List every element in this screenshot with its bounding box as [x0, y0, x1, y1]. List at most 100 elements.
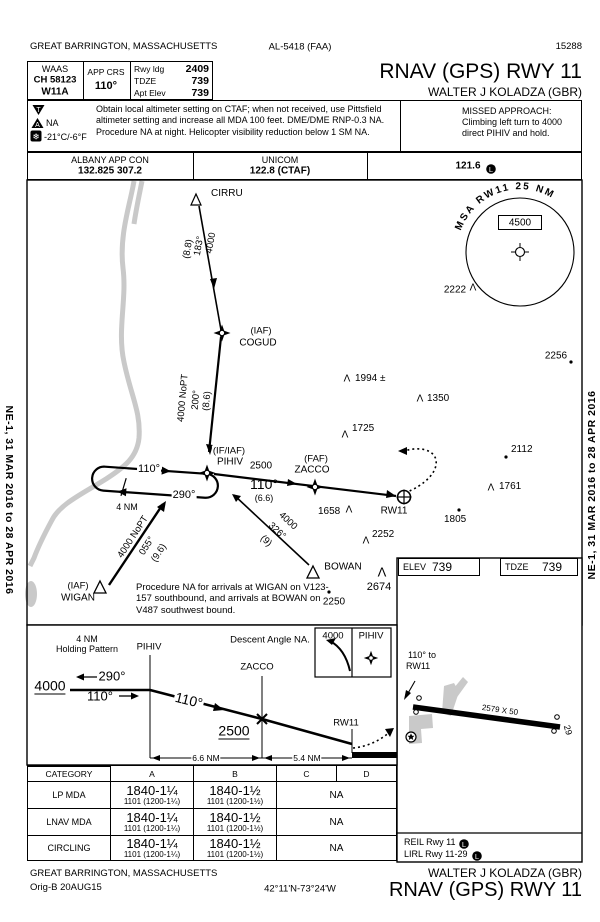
hold-outbound-label: 290° [171, 489, 197, 501]
profile-rw11-label: RW11 [333, 717, 359, 729]
elev-box [398, 558, 480, 576]
tdze-sketch-label: TDZE [505, 562, 529, 572]
footer-coordinates: 42°11'N-73°24'W [264, 883, 336, 895]
profile-ma-altitude: 4000 [322, 630, 344, 642]
header-chart-code: 15288 [555, 41, 582, 52]
obstacle-value: 1658 [318, 506, 341, 517]
course-arrow [404, 680, 416, 700]
zacco-waypoint-icon [306, 478, 324, 496]
leg-final-dist: (6.6) [254, 493, 274, 503]
briefing-box [27, 61, 213, 100]
lighting-freq-icon: L [486, 161, 496, 179]
minimums-cell: 1840-1½ 1101 (1200-1½) [193, 835, 276, 860]
obstacle-value: 1761 [499, 481, 522, 492]
unicom-freq: 122.8 (CTAF) [249, 165, 311, 177]
app-crs-label: APP CRS [87, 67, 125, 77]
msa-alt-box [498, 215, 542, 230]
obstacle-icon: Λ [362, 535, 370, 547]
lirl-note: LIRL Rwy 11-29 [404, 849, 468, 859]
cirru-arrow-icon [190, 192, 202, 206]
fix-cirru-label: CIRRU [211, 188, 243, 199]
fix-pihiv-label: PIHIV [215, 456, 245, 468]
app-crs-value: 110° [94, 80, 118, 92]
profile-distance-2: 5.4 NM [292, 753, 322, 763]
fix-wigan-type: (IAF) [67, 580, 89, 592]
mda-value: 1840-1¼ [126, 836, 178, 851]
comms-box [27, 152, 582, 180]
obstacle-value: 1725 [352, 423, 375, 434]
cold-temp-icon: ❄ [30, 129, 42, 147]
alternate-na-icon: A [31, 116, 44, 134]
cat-b-header: B [193, 766, 276, 781]
mda-value: 1840-1¼ [126, 810, 178, 825]
sketch-course-line1: 110° to [408, 650, 436, 660]
obstacle-value: 2674 [366, 581, 392, 593]
missed-approach-label: MISSED APPROACH: [462, 106, 552, 116]
mda-height: 1101 (1200-1½) [206, 824, 264, 833]
mda-value: 1840-1½ [209, 783, 261, 798]
mda-value: 1840-1¼ [126, 783, 178, 798]
apt-elev-label: Apt Elev [134, 88, 166, 98]
nonstandard-takeoff-icon: T [32, 103, 45, 121]
leg-cogud-dist: (8.6) [200, 390, 214, 412]
alternate-na-label: NA [46, 118, 59, 128]
mda-value: 1840-1½ [209, 810, 261, 825]
reil-lighting-icon: L [459, 836, 469, 854]
comms-divider-2 [367, 152, 369, 180]
obstacle-icon: Λ [341, 429, 349, 441]
bowan-fix-icon [305, 564, 321, 579]
pihiv-waypoint-icon [198, 464, 216, 482]
apt-elev-value: 739 [191, 87, 209, 99]
profile-outbound-course: 290° [98, 668, 126, 684]
footer-revision: Orig-B 20AUG15 [30, 882, 102, 893]
route-bowan [232, 494, 310, 566]
wigan-fix-icon [92, 579, 108, 594]
profile-faf-altitude: 2500 [218, 722, 250, 740]
profile-zacco-label: ZACCO [240, 661, 274, 673]
leg-final-alt: 2500 [249, 460, 273, 472]
lighting-freq: 121.6 [455, 160, 481, 172]
hold-inbound-label: 110° [137, 463, 161, 475]
fix-cogud-type: (IAF) [250, 325, 272, 337]
leg-final-crs: 110° [250, 476, 278, 492]
sketch-course-line2: RW11 [406, 661, 431, 671]
obstacle-value: 2256 [544, 350, 568, 362]
cat-d-header: D [336, 766, 396, 781]
rwy-ldg-label: Rwy ldg [134, 64, 165, 74]
minimums-cell: 1840-1¼ 1101 (1200-1¼) [110, 835, 193, 860]
app-con-name: ALBANY APP CON [71, 155, 149, 165]
minimums-na-cell: NA [276, 835, 396, 860]
holding-pattern [91, 465, 219, 499]
minimums-row-label: CIRCLING [28, 835, 110, 860]
runway-sketch [412, 695, 561, 734]
obstacle-icon: Λ [487, 482, 495, 494]
obstacle-value: 2112 [511, 444, 533, 455]
fix-wigan-label: WIGAN [61, 592, 95, 604]
lirl-lighting-icon: L [472, 848, 482, 866]
fix-bowan-label: BOWAN [324, 561, 362, 573]
minimums-row-label: LP MDA [28, 781, 110, 808]
plan-procedure-note: Procedure NA for arrivals at WIGAN on V1… [136, 582, 329, 616]
obstacle-value: 1350 [427, 393, 450, 404]
tdze-sketch-value: 739 [542, 560, 563, 574]
airport-name: WALTER J KOLADZA (GBR) [427, 85, 582, 99]
fix-pihiv-type: (IF/IAF) [211, 445, 247, 457]
unicom-name: UNICOM [261, 155, 299, 165]
profile-ma-fix-icon [363, 650, 379, 666]
procedure-title: RNAV (GPS) RWY 11 [379, 60, 582, 83]
hold-leg-label: 4 NM [116, 502, 138, 512]
fix-rw11-label: RW11 [380, 505, 408, 517]
route-cogud-pihiv [206, 336, 223, 455]
chart-notes: Obtain local altimeter setting on CTAF; … [96, 104, 385, 137]
obstacle-value: 1805 [444, 514, 467, 525]
profile-artwork [70, 627, 397, 761]
svg-text:A: A [35, 122, 40, 129]
mda-height: 1101 (1200-1½) [206, 797, 264, 806]
route-final [213, 472, 397, 498]
rwy-ldg-value: 2409 [185, 63, 209, 75]
elev-value: 739 [432, 560, 453, 574]
tdze-label: TDZE [134, 76, 157, 86]
notes-divider [400, 100, 402, 152]
